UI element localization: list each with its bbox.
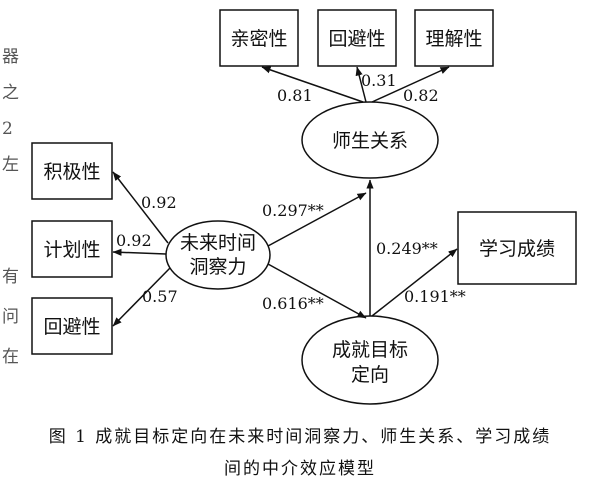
margin-fragment: 在 bbox=[2, 347, 19, 367]
coef-mubiao-shisheng: 0.249** bbox=[376, 239, 438, 258]
margin-fragment: 器 bbox=[2, 47, 19, 67]
coef-shisheng-huibixing: 0.31 bbox=[361, 71, 397, 90]
coef-weilai-shisheng: 0.297** bbox=[262, 201, 324, 220]
path-mubiao-to-xuexi bbox=[371, 248, 458, 317]
indicator-label: 积极性 bbox=[43, 161, 100, 183]
indicator-label: 回避性 bbox=[328, 28, 385, 50]
margin-fragment: 2 bbox=[2, 119, 13, 139]
coef-shisheng-qinmixing: 0.81 bbox=[277, 86, 313, 105]
latent-label: 师生关系 bbox=[332, 130, 408, 152]
latent-label-line1: 成就目标 bbox=[332, 339, 408, 361]
latent-label-line1: 未来时间 bbox=[180, 232, 256, 254]
path-weilai-to-mubiao bbox=[267, 263, 367, 319]
indicator-box-qinmixing: 亲密性 bbox=[219, 9, 299, 67]
latent-label-line2: 洞察力 bbox=[189, 256, 246, 278]
coef-weilai-jijixing: 0.92 bbox=[141, 193, 177, 212]
indicator-box-lijiexing: 理解性 bbox=[414, 9, 494, 67]
margin-fragment: 左 bbox=[2, 155, 19, 175]
coef-mubiao-xuexi: 0.191** bbox=[404, 287, 466, 306]
coef-weilai-mubiao: 0.616** bbox=[262, 294, 324, 313]
coef-weilai-huibixing: 0.57 bbox=[142, 287, 178, 306]
margin-fragment: 有 bbox=[2, 267, 19, 287]
arrow-shisheng-to-qinmixing bbox=[261, 66, 364, 103]
indicator-label: 计划性 bbox=[43, 239, 100, 261]
coef-shisheng-lijiexing: 0.82 bbox=[403, 86, 439, 105]
indicator-label: 回避性 bbox=[43, 316, 100, 338]
outcome-box-xuexi-chengji: 学习成绩 bbox=[457, 211, 577, 285]
indicator-box-jihuaxing: 计划性 bbox=[31, 220, 113, 278]
path-weilai-to-shisheng bbox=[267, 192, 367, 247]
indicator-box-huibixing-top: 回避性 bbox=[317, 9, 397, 67]
indicator-label: 亲密性 bbox=[230, 28, 287, 50]
indicator-box-jijixing: 积极性 bbox=[31, 142, 113, 200]
arrow-shisheng-to-huibixing bbox=[355, 66, 367, 103]
latent-weilai-dongchali: 未来时间 洞察力 bbox=[165, 220, 271, 290]
indicator-box-huibixing-left: 回避性 bbox=[31, 297, 113, 355]
coef-weilai-jihuaxing: 0.92 bbox=[116, 231, 152, 250]
figure-caption-line2: 间的中介效应模型 bbox=[224, 459, 376, 479]
figure-caption-line1: 图 1 成就目标定向在未来时间洞察力、师生关系、学习成绩 bbox=[49, 427, 552, 447]
arrow-weilai-to-jihuaxing bbox=[112, 248, 167, 256]
indicator-label: 理解性 bbox=[425, 28, 482, 50]
latent-shisheng-guanxi: 师生关系 bbox=[301, 101, 439, 179]
latent-chengjiu-mubiao: 成就目标 定向 bbox=[301, 315, 439, 405]
arrow-weilai-to-huibixing bbox=[112, 267, 171, 327]
outcome-label: 学习成绩 bbox=[479, 238, 555, 260]
latent-label-line2: 定向 bbox=[351, 364, 389, 386]
margin-fragment: 之 bbox=[2, 83, 19, 103]
arrow-weilai-to-jijixing bbox=[112, 171, 169, 244]
margin-fragment: 问 bbox=[2, 307, 19, 327]
arrow-shisheng-to-lijiexing bbox=[371, 66, 450, 103]
